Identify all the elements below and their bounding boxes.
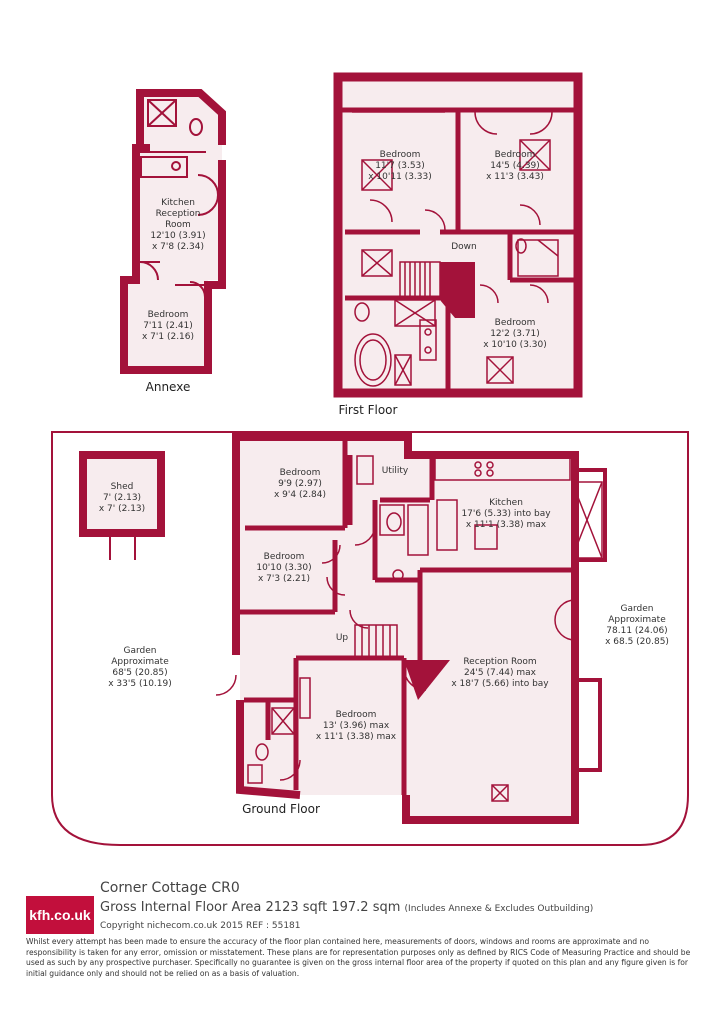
room-dimension: 14'5 (4.39): [490, 161, 540, 171]
toilet-icon: [255, 743, 269, 761]
disclaimer: Whilst every attempt has been made to en…: [26, 937, 691, 978]
room-name: Room: [165, 220, 191, 230]
bath-icon: [354, 333, 392, 387]
room-dimension: x 7'1 (2.16): [141, 332, 195, 342]
room-dimension: 13' (3.96) max: [322, 721, 390, 731]
gf-bedroom-1-label: Bedroom 9'9 (2.97) x 9'4 (2.84): [274, 468, 326, 501]
room-dimension: x 11'1 (3.38) max: [315, 732, 397, 742]
room-dimension: x 7' (2.13): [98, 504, 146, 514]
room-dimension: 11'7 (3.53): [375, 161, 425, 171]
room-name: Kitchen: [161, 198, 195, 208]
first-floor-floor: [338, 77, 578, 393]
room-dimension: x 10'10 (3.30): [483, 340, 547, 350]
ff-bedroom-3-label: Bedroom 12'2 (3.71) x 10'10 (3.30): [483, 318, 547, 351]
room-dimension: x 9'4 (2.84): [273, 490, 327, 500]
annexe-kitchen-label: Kitchen Reception Room 12'10 (3.91) x 7'…: [150, 198, 205, 253]
room-dimension: 7'11 (2.41): [143, 321, 193, 331]
room-dimension: x 11'1 (3.38) max: [465, 520, 547, 530]
shed-label: Shed 7' (2.13) x 7' (2.13): [99, 482, 145, 515]
room-dimension: x 11'3 (3.43): [486, 172, 544, 182]
toilet-icon: [354, 302, 370, 322]
room-name: Bedroom: [379, 150, 421, 160]
room-dimension: 78.11 (24.06): [606, 626, 668, 636]
room-name: Reception Room: [463, 657, 537, 667]
ff-down-label: Down: [451, 242, 477, 252]
room-name: Bedroom: [335, 710, 377, 720]
property-title: Corner Cottage CR0: [100, 880, 240, 896]
floor-area: Gross Internal Floor Area 2123 sqft 197.…: [100, 900, 593, 915]
room-dimension: 9'9 (2.97): [278, 479, 322, 489]
brand-logo: kfh.co.uk: [26, 896, 94, 934]
kitchen-label: Kitchen 17'6 (5.33) into bay x 11'1 (3.3…: [461, 498, 550, 531]
appliance-icon: [356, 455, 374, 485]
garden-boundary: [51, 431, 689, 846]
room-name: Bedroom: [494, 318, 536, 328]
room-name: Kitchen: [489, 498, 523, 508]
room-name: Garden: [620, 604, 654, 614]
worktop-icon: [140, 156, 188, 178]
room-name: Reception: [155, 209, 201, 219]
room-name: Bedroom: [147, 310, 189, 320]
reception-label: Reception Room 24'5 (7.44) max x 18'7 (5…: [451, 657, 548, 690]
ground-floor-plan: [51, 431, 689, 846]
floor-area-text: Gross Internal Floor Area 2123 sqft 197.…: [100, 900, 401, 915]
stair-landing: [440, 262, 475, 318]
toilet-icon: [386, 512, 402, 532]
room-dimension: x 7'8 (2.34): [151, 242, 205, 252]
room-dimension: x 68.5 (20.85): [605, 637, 669, 647]
toilet-icon: [189, 118, 203, 136]
room-name: Shed: [110, 482, 134, 492]
utility-label: Utility: [381, 466, 409, 476]
room-dimension: 17'6 (5.33) into bay: [461, 509, 551, 519]
room-dimension: 12'2 (3.71): [490, 329, 540, 339]
shower-icon: [271, 707, 295, 735]
chimney-breast: [404, 660, 450, 700]
annexe-floor-title: Annexe: [145, 380, 191, 394]
room-dimension: x 18'7 (5.66) into bay: [451, 679, 549, 689]
shower-icon: [147, 99, 177, 127]
room-dimension: 24'5 (7.44) max: [463, 668, 537, 678]
shower-icon: [394, 299, 436, 327]
room-name: Garden: [123, 646, 157, 656]
garden-right-label: Garden Approximate 78.11 (24.06) x 68.5 …: [605, 604, 669, 648]
room-name: Bedroom: [279, 468, 321, 478]
ground-floor-title: Ground Floor: [242, 802, 320, 816]
room-name: Approximate: [608, 615, 666, 625]
room-dimension: 10'10 (3.30): [256, 563, 312, 573]
kitchen-worktop: [434, 457, 571, 481]
kitchen-island: [474, 524, 498, 550]
room-dimension: 12'10 (3.91): [150, 231, 206, 241]
shed-floor: [79, 451, 165, 537]
gf-bedroom-2-label: Bedroom 10'10 (3.30) x 7'3 (2.21): [256, 552, 311, 585]
room-dimension: x 7'3 (2.21): [257, 574, 311, 584]
first-floor-title: First Floor: [338, 403, 398, 417]
room-dimension: 68'5 (20.85): [112, 668, 168, 678]
floor-area-note: (Includes Annexe & Excludes Outbuilding): [404, 904, 594, 914]
floor-plan: [51, 72, 689, 846]
room-dimension: 7' (2.13): [102, 493, 142, 503]
copyright: Copyright nichecom.co.uk 2015 REF : 5518…: [100, 921, 301, 931]
gf-up-label: Up: [335, 633, 349, 643]
annexe-floor: [124, 93, 222, 370]
ff-bedroom-2-label: Bedroom 14'5 (4.39) x 11'3 (3.43): [486, 150, 544, 183]
room-name: Bedroom: [263, 552, 305, 562]
ground-floor-floor: [236, 437, 575, 820]
annexe-bedroom-label: Bedroom 7'11 (2.41) x 7'1 (2.16): [142, 310, 194, 343]
room-dimension: x 33'5 (10.19): [108, 679, 172, 689]
garden-left-label: Garden Approximate 68'5 (20.85) x 33'5 (…: [108, 646, 172, 690]
room-name: Bedroom: [494, 150, 536, 160]
room-name: Approximate: [111, 657, 169, 667]
ff-bedroom-1-label: Bedroom 11'7 (3.53) x 10'11 (3.33): [368, 150, 432, 183]
bath-icon: [407, 504, 429, 556]
room-dimension: x 10'11 (3.33): [368, 172, 432, 182]
door-swing-icon: [197, 174, 219, 196]
annexe-plan: [120, 89, 226, 374]
first-floor-plan: [333, 72, 583, 398]
gf-bedroom-3-label: Bedroom 13' (3.96) max x 11'1 (3.38) max: [316, 710, 396, 743]
